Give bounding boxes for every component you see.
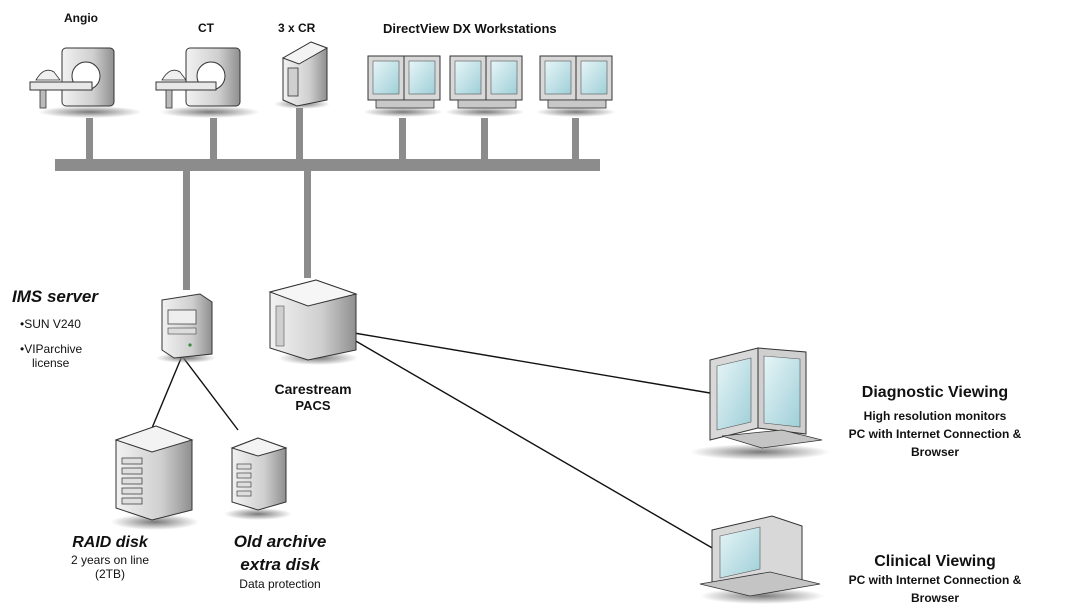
bus-drops: [86, 108, 579, 160]
network-bus: [55, 159, 600, 171]
cr-reader-icon: [274, 41, 330, 109]
clinical-pc-label: PC with Internet Connection &: [848, 573, 1022, 587]
ims-server-model: •SUN V240: [20, 317, 81, 331]
raid-online: 2 years on line: [70, 553, 150, 567]
thin-links: [151, 332, 715, 550]
ims-server-license: •VIParchive: [20, 342, 83, 356]
cr-label: 3 x CR: [278, 21, 316, 35]
angio-scanner-icon: [29, 47, 142, 118]
carestream-label: Carestream: [274, 381, 352, 397]
pacs-label: PACS: [295, 398, 331, 413]
workstation-3-icon: [536, 55, 616, 117]
diagnostic-browser-label: Browser: [910, 445, 960, 459]
data-protection-label: Data protection: [239, 577, 321, 591]
carestream-pacs-icon: [268, 279, 358, 365]
diagnostic-title: Diagnostic Viewing: [861, 384, 1009, 401]
pacs-link: [304, 170, 311, 278]
clinical-title: Clinical Viewing: [874, 553, 996, 570]
raid-capacity: (2TB): [95, 567, 125, 581]
clinical-browser-label: Browser: [910, 591, 960, 605]
ims-server-title: IMS server: [12, 287, 98, 306]
diagnostic-pc-label: PC with Internet Connection &: [848, 427, 1022, 441]
workstations-label: DirectView DX Workstations: [383, 21, 557, 36]
diagnostic-monitors-icon: [690, 347, 830, 460]
extra-disk-title: extra disk: [240, 555, 320, 574]
old-archive-disk-icon: [224, 437, 292, 520]
angio-label: Angio: [64, 11, 98, 25]
clinical-pc-icon: [699, 515, 824, 604]
workstation-1-icon: [363, 55, 443, 117]
raid-title: RAID disk: [72, 534, 148, 551]
old-archive-title: Old archive: [233, 532, 327, 551]
ims-server-license-cont: license: [32, 356, 70, 370]
raid-disk-icon: [111, 425, 199, 530]
ct-scanner-icon: [155, 47, 260, 118]
ims-link: [183, 170, 190, 290]
diagnostic-monitors-label: High resolution monitors: [863, 409, 1007, 423]
workstation-2-icon: [445, 55, 525, 117]
ct-label: CT: [198, 21, 214, 35]
ims-server-icon: [156, 293, 216, 363]
